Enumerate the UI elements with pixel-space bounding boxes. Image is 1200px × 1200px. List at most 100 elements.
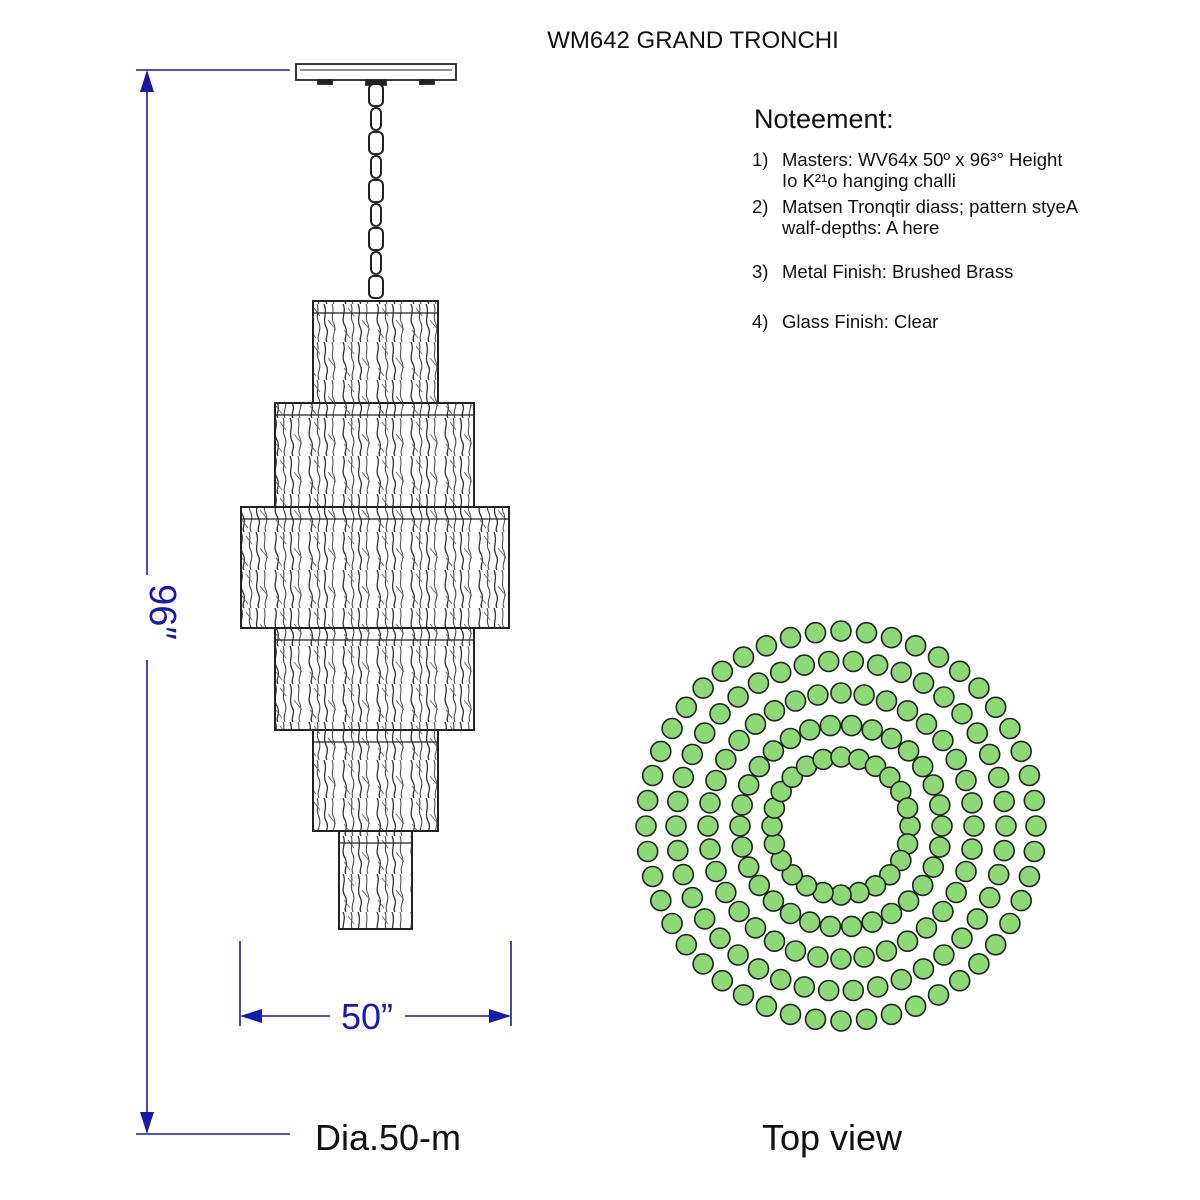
ring-4-bead (731, 836, 754, 858)
ring-1-bead (649, 740, 672, 763)
ring-3-bead (744, 917, 767, 939)
ring-3-bead (807, 946, 829, 968)
ring-2-bead (993, 790, 1016, 813)
note-2-line-1: Matsen Tronqtir diass; pattern styeA (782, 196, 1079, 217)
ring-5-bead (795, 874, 818, 897)
ring-2-bead (727, 944, 749, 966)
ring-2-bead (681, 743, 704, 766)
ring-2-bead (817, 979, 840, 1002)
ring-1-bead (968, 953, 990, 975)
height-label: 96″ (141, 584, 183, 640)
ring-2-bead (978, 886, 1001, 909)
ring-1-bead (779, 626, 802, 649)
ring-3-bead (763, 699, 786, 722)
ring-4-bead (762, 740, 785, 762)
ring-4-bead (897, 890, 920, 912)
ring-2-bead (951, 927, 973, 950)
ring-1-bead (661, 912, 683, 935)
ring-5-bead (878, 766, 901, 789)
ring-5-bead (830, 746, 852, 768)
ring-4-bead (931, 815, 953, 837)
ring-1-bead (984, 933, 1007, 956)
ring-2-bead (951, 702, 973, 725)
ring-2-bead (817, 650, 840, 673)
ring-1-bead (675, 933, 698, 956)
ring-3-bead (875, 940, 898, 962)
tier-2 (274, 402, 475, 508)
ring-2-bead (933, 944, 955, 966)
ring-4-bead (819, 714, 842, 737)
tier-4 (274, 627, 475, 731)
ring-4-bead (911, 874, 934, 897)
ring-2-bead (866, 654, 889, 676)
ring-2-bead (769, 661, 792, 684)
ring-1-bead (968, 677, 990, 699)
ring-4-bead (737, 774, 760, 796)
ring-1-bead (1010, 740, 1033, 763)
ring-3-bead (932, 729, 954, 752)
note-2-line-2: walf-depths: A here (781, 217, 939, 238)
ring-1-bead (1010, 889, 1033, 912)
chain-link (368, 131, 384, 155)
chandelier-body (240, 300, 510, 930)
ring-3-bead (705, 860, 727, 883)
ring-2-bead (666, 839, 689, 862)
note-1-line-2: Io K²¹o hanging challi (782, 170, 956, 191)
ring-3-bead (763, 930, 786, 953)
ring-1-bead (1023, 789, 1046, 812)
ring-4-bead (798, 911, 821, 933)
ring-2-bead (747, 672, 770, 694)
ring-5-bead (889, 849, 912, 872)
ring-4-bead (922, 856, 945, 878)
ring-1-bead (948, 660, 971, 683)
ring-4-bead (729, 815, 751, 837)
ring-3-bead (830, 948, 852, 970)
ring-2-bead (842, 650, 865, 673)
ring-2-bead (890, 968, 913, 991)
ring-2-bead (693, 722, 716, 744)
ring-1-bead (711, 660, 734, 683)
ring-5-bead (864, 755, 887, 778)
chain-link (370, 107, 382, 131)
note-1-line-1: Masters: WV64x 50º x 96³° Height (782, 149, 1062, 170)
ring-2-bead (987, 766, 1010, 789)
ring-2-bead (912, 958, 935, 980)
ring-5-bead (848, 881, 870, 904)
ring-4-bead (897, 740, 920, 762)
ring-2-bead (966, 722, 989, 744)
ring-1-bead (804, 621, 827, 644)
ring-3-bead (699, 838, 721, 860)
ring-3-bead (705, 769, 727, 792)
ring-3-bead (896, 930, 919, 953)
ring-2-bead (995, 815, 1017, 837)
ring-1-bead (927, 984, 950, 1006)
tier-6 (338, 830, 413, 930)
ring-3-bead (714, 748, 737, 771)
ring-2-bead (747, 958, 770, 980)
ring-3-bead (728, 729, 750, 752)
ring-3-bead (961, 792, 983, 814)
note-3-number: 3) (752, 261, 768, 282)
ring-1-bead (711, 969, 734, 992)
ring-1-bead (692, 677, 714, 699)
ring-3-bead (961, 838, 983, 860)
ring-4-bead (779, 727, 802, 750)
top-view-caption: Top view (762, 1117, 903, 1158)
ring-1-bead (755, 634, 778, 657)
ring-3-bead (963, 815, 985, 837)
ring-5-bead (878, 863, 901, 886)
ring-3-bead (955, 860, 977, 883)
ring-4-bead (819, 915, 842, 938)
ring-5-bead (770, 780, 793, 803)
ring-4-bead (748, 874, 771, 897)
ring-1-bead (1018, 865, 1041, 888)
ring-1-bead (984, 696, 1007, 719)
ring-3-bead (945, 748, 968, 771)
ring-1-bead (661, 717, 683, 740)
note-1-number: 1) (752, 149, 768, 170)
ring-2-bead (993, 839, 1016, 862)
ring-1-bead (904, 634, 927, 657)
chain-link (368, 83, 384, 107)
ring-4-bead (737, 856, 760, 878)
ring-1-bead (649, 889, 672, 912)
